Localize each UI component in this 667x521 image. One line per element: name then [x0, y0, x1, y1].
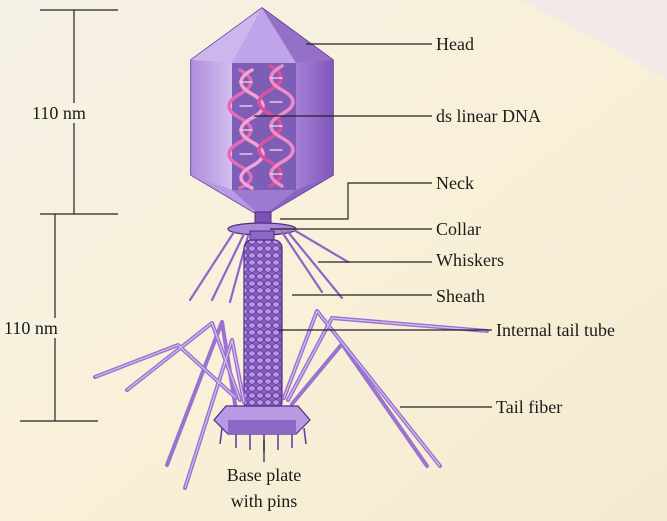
- neck: [255, 212, 271, 224]
- label-internal-tail-tube: Internal tail tube: [496, 320, 615, 340]
- label-base-plate-line1: Base plate: [214, 465, 314, 485]
- label-base-plate-line2: with pins: [214, 491, 314, 511]
- label-collar: Collar: [436, 219, 481, 239]
- tail-dimension-label: 110 nm: [2, 318, 60, 338]
- head-dimension-label: 110 nm: [30, 103, 88, 123]
- label-neck: Neck: [436, 173, 474, 193]
- label-sheath: Sheath: [436, 286, 485, 306]
- sheath: [244, 240, 282, 410]
- label-dna: ds linear DNA: [436, 106, 541, 126]
- label-whiskers: Whiskers: [436, 250, 504, 270]
- label-tail-fiber: Tail fiber: [496, 397, 562, 417]
- label-head: Head: [436, 34, 474, 54]
